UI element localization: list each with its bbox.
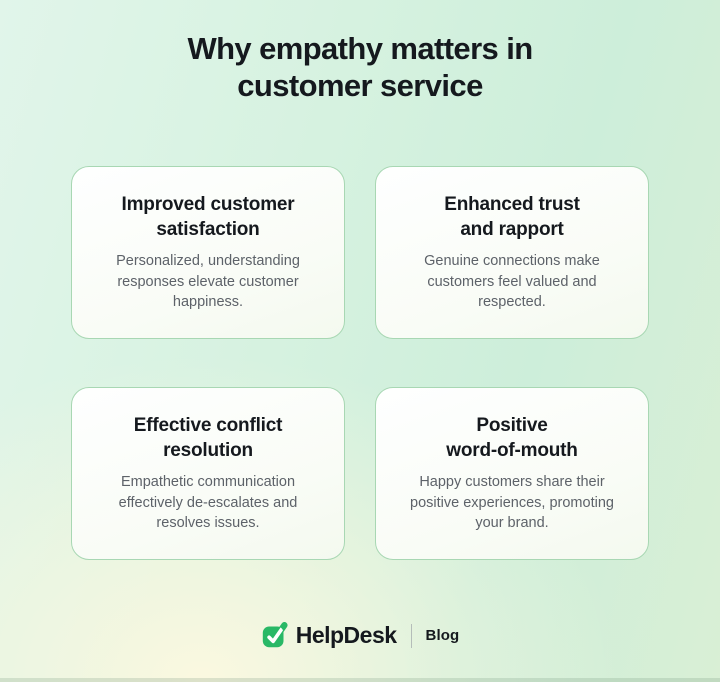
brand-footer: HelpDesk Blog: [0, 622, 720, 649]
card-heading: Improved customer satisfaction: [121, 193, 295, 240]
card-enhanced-trust-and-rapport: Enhanced trust and rapport Genuine conne…: [375, 166, 649, 340]
card-body: Happy customers share their positive exp…: [410, 474, 614, 532]
brand-blog-label: Blog: [425, 627, 460, 645]
page-title: Why empathy matters in customer service: [187, 31, 533, 104]
card-heading: Enhanced trust and rapport: [444, 193, 580, 240]
card-improved-customer-satisfaction: Improved customer satisfaction Personali…: [71, 166, 345, 340]
card-body: Empathetic communication effectively de-…: [118, 474, 298, 532]
brand-name: HelpDesk: [295, 622, 397, 649]
card-heading: Effective conflict resolution: [133, 414, 283, 461]
benefit-cards-grid: Improved customer satisfaction Personali…: [71, 166, 649, 561]
brand-divider: [410, 623, 412, 648]
card-positive-word-of-mouth: Positive word-of-mouth Happy customers s…: [375, 387, 649, 561]
card-effective-conflict-resolution: Effective conflict resolution Empathetic…: [71, 387, 345, 561]
card-body: Personalized, understanding responses el…: [116, 253, 300, 311]
card-body: Genuine connections make customers feel …: [424, 253, 600, 311]
helpdesk-check-icon: [261, 622, 288, 649]
card-heading: Positive word-of-mouth: [446, 414, 578, 461]
